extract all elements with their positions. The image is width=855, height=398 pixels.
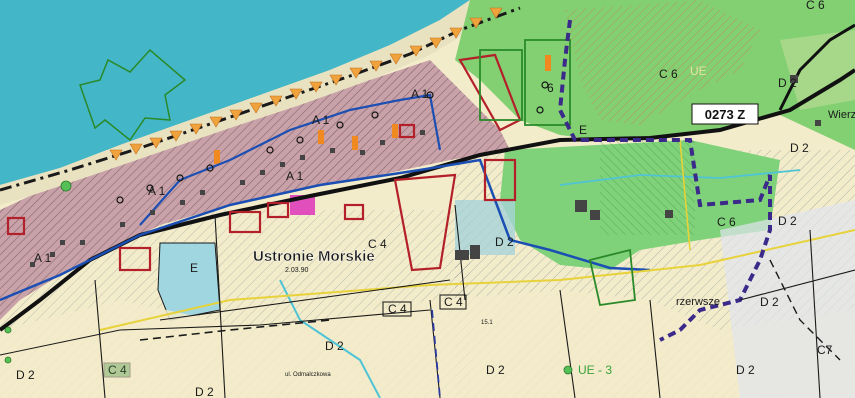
zone-label-d2-center: D 2 <box>495 235 514 249</box>
place-odmalczkowa: ul. Odmalczkowa <box>285 372 331 378</box>
zone-labels: C 6 D 2 D 2 D 2 D 2 C 6 C 6 6 E A 1 A 1 … <box>16 0 833 398</box>
forest-area-hatched <box>565 0 760 125</box>
green-parcels <box>479 39 636 307</box>
beach-strip <box>0 0 520 205</box>
zone-boundaries <box>0 204 855 398</box>
road-north-east <box>778 23 855 111</box>
zone-label-d2-r1: D 2 <box>790 141 809 155</box>
label-number: 15.1 <box>481 320 493 326</box>
zone-label-c4-town: C 4 <box>368 237 387 251</box>
zone-label-ue-top: UE <box>690 64 707 78</box>
farmland-bottom <box>0 290 855 398</box>
zone-label-d2-r2: D 2 <box>778 214 797 228</box>
zone-label-d2-tr: D 2 <box>778 76 797 90</box>
yellow-road-2 <box>99 299 231 331</box>
zone-label-c4-bl: C 4 <box>108 363 127 377</box>
town-name: Ustronie Morskie <box>253 248 375 265</box>
town-builtup-hatch <box>0 60 510 320</box>
zone-label-a1-c: A 1 <box>286 169 304 183</box>
place-rzerwsze: rzerwsze <box>676 296 720 308</box>
dashed-line-bottom <box>431 309 441 398</box>
zone-label-c7: C7 <box>817 343 833 357</box>
river-light-blue-2 <box>559 169 801 186</box>
green-node-markers <box>4 180 573 375</box>
sea-area <box>0 0 470 185</box>
coastal-protection-arrows <box>109 7 503 161</box>
zone-label-c4-lower: C 4 <box>388 302 407 316</box>
point-markers <box>116 81 549 204</box>
zone-label-d2-b2: D 2 <box>486 363 505 377</box>
yellow-road-vertical <box>679 139 691 251</box>
zone-label-a1-e: A 1 <box>34 251 52 265</box>
zone-label-c6-lower: C 6 <box>717 215 736 229</box>
blue-coastal-line <box>139 93 442 226</box>
zone-label-d2-r3: D 2 <box>760 295 779 309</box>
zone-label-d2-b3: D 2 <box>736 363 755 377</box>
dashed-road-line-right <box>769 259 841 361</box>
coast-boundary-line <box>0 6 521 192</box>
zone-label-e-forest: E <box>579 123 587 137</box>
red-parcels <box>6 53 522 272</box>
forest-right <box>780 30 855 110</box>
zone-label-c6-small: 6 <box>547 81 554 95</box>
zone-label-c6-mid: C 6 <box>659 67 678 81</box>
offshore-zone-outline <box>79 48 187 142</box>
zone-label-d2-b1: D 2 <box>195 385 214 398</box>
buildings <box>30 75 821 267</box>
zone-label-d2-bc: D 2 <box>325 339 344 353</box>
dashed-road-line <box>139 319 331 341</box>
zone-label-c4-box: C 4 <box>444 295 463 309</box>
zone-label-a1-a: A 1 <box>411 87 429 101</box>
yellow-road <box>229 229 855 301</box>
zone-label-d2-bl: D 2 <box>16 368 35 382</box>
zone-label-a1-d: A 1 <box>148 184 166 198</box>
zone-label-a1-b: A 1 <box>312 113 330 127</box>
town-sub: 2.03.90 <box>285 267 308 274</box>
label-box-c4-lower <box>382 301 412 317</box>
road-label-box <box>691 103 759 125</box>
zone-label-e-left: E <box>190 261 198 275</box>
zone-label-c6-top: C 6 <box>806 0 825 12</box>
purple-dashed-boundary <box>557 19 772 342</box>
blue-boundary-line <box>0 158 651 302</box>
label-box-c4-bl <box>103 362 131 378</box>
label-box-c4-box <box>439 294 467 310</box>
river-light-blue <box>279 279 381 398</box>
forest-patch-dark <box>600 140 695 235</box>
place-wierz: Wierz <box>828 109 855 121</box>
road-label: 0273 Z <box>705 107 746 122</box>
zone-label-ue3: UE - 3 <box>578 363 612 377</box>
orange-markers <box>214 55 551 164</box>
light-blue-strip <box>720 200 855 398</box>
